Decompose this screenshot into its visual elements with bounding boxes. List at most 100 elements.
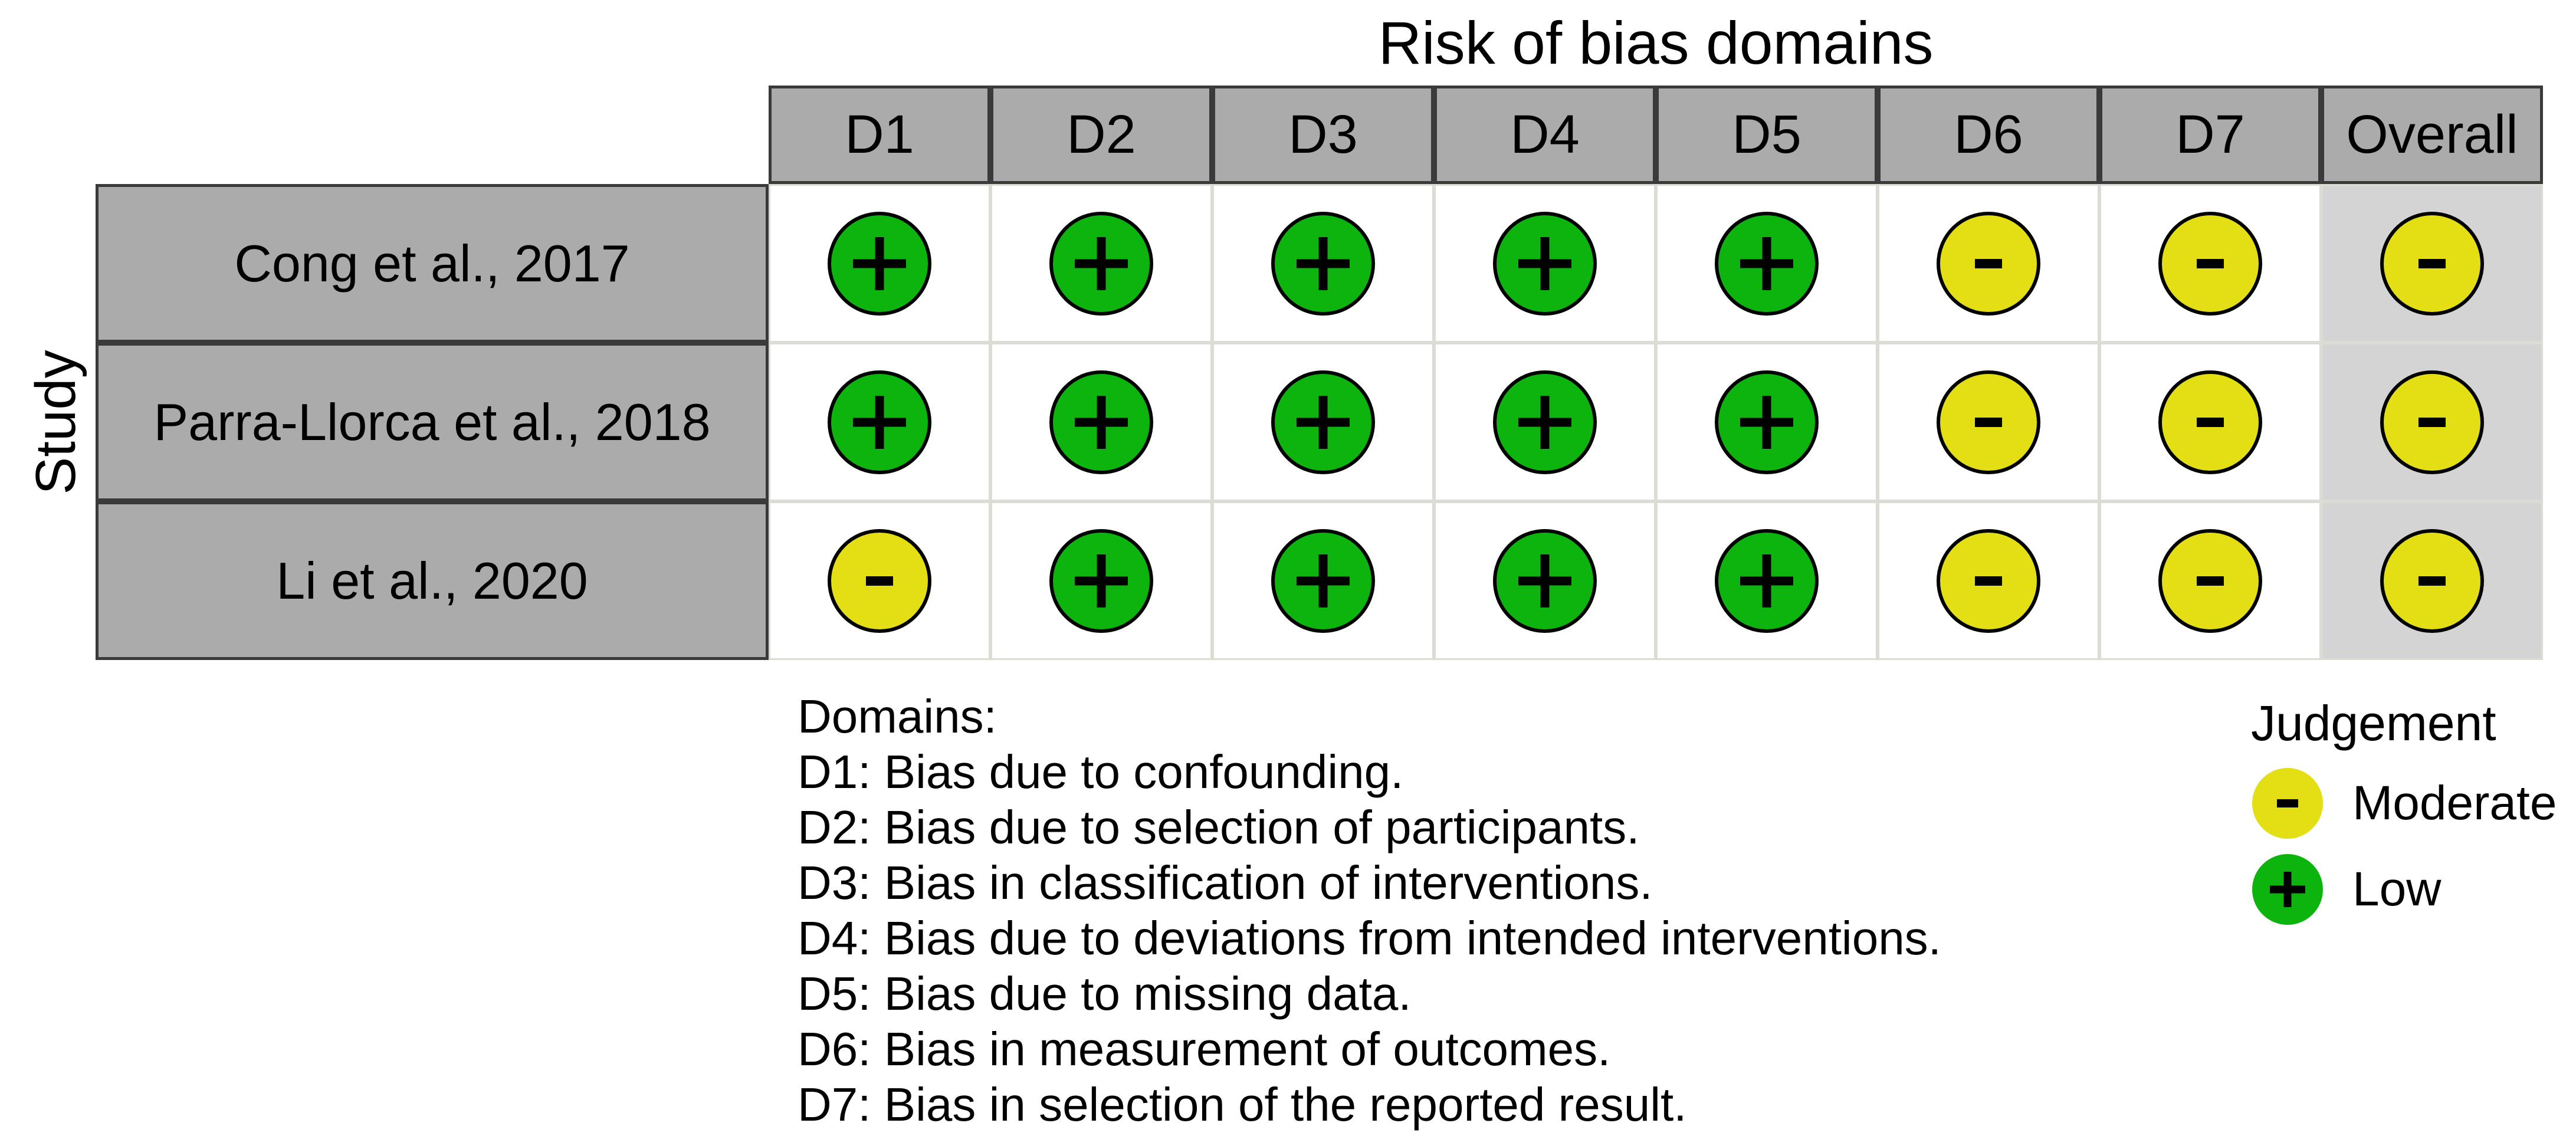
domain-description-d6: D6: Bias in measurement of outcomes. [798, 1023, 1611, 1075]
minus-icon [2384, 533, 2480, 629]
judgement-cell-d2-row2 [990, 343, 1212, 501]
header-cell-d5: D5 [1656, 86, 1878, 184]
plus-icon [1053, 215, 1150, 312]
minus-icon [2384, 374, 2480, 471]
plus-icon [1275, 374, 1371, 471]
domains-heading: Domains: [798, 690, 997, 743]
y-axis-label: Study [24, 350, 87, 495]
header-cell-overall: Overall [2321, 86, 2543, 184]
moderate-judgement-icon [2158, 211, 2262, 316]
minus-icon [2162, 374, 2259, 471]
plus-icon [1718, 533, 1815, 629]
low-judgement-icon [1049, 211, 1153, 316]
header-cell-d4: D4 [1434, 86, 1656, 184]
header-cell-d2: D2 [990, 86, 1212, 184]
judgement-cell-d1-row2 [769, 343, 990, 501]
minus-icon [2252, 768, 2323, 839]
minus-icon [2384, 215, 2480, 312]
header-cell-d6: D6 [1878, 86, 2099, 184]
minus-icon [831, 533, 928, 629]
judgement-cell-d4-row3 [1434, 501, 1656, 660]
low-judgement-icon [1493, 211, 1597, 316]
judgement-cell-d2-row3 [990, 501, 1212, 660]
plus-icon [2252, 854, 2323, 925]
moderate-judgement-icon [2380, 211, 2484, 316]
minus-icon [2162, 215, 2259, 312]
moderate-judgement-icon [2380, 528, 2484, 633]
domain-description-d1: D1: Bias due to confounding. [798, 746, 1404, 798]
moderate-judgement-icon [2380, 370, 2484, 474]
figure-title: Risk of bias domains [1378, 9, 1934, 77]
low-judgement-icon [1271, 370, 1375, 474]
moderate-judgement-icon [1937, 211, 2040, 316]
judgement-cell-d7-row1 [2099, 184, 2321, 343]
low-judgement-icon [1049, 370, 1153, 474]
judgement-cell-d5-row2 [1656, 343, 1878, 501]
moderate-judgement-icon [2158, 528, 2262, 633]
low-judgement-icon [1049, 528, 1153, 633]
low-judgement-icon [1271, 528, 1375, 633]
moderate-judgement-icon [2158, 370, 2262, 474]
minus-icon [1940, 374, 2037, 471]
judgement-cell-overall-row3 [2321, 501, 2543, 660]
judgement-cell-d6-row2 [1878, 343, 2099, 501]
domain-description-d4: D4: Bias due to deviations from intended… [798, 912, 1941, 964]
plus-icon [1275, 215, 1371, 312]
minus-icon [1940, 533, 2037, 629]
judgement-cell-d7-row2 [2099, 343, 2321, 501]
domain-description-d2: D2: Bias due to selection of participant… [798, 801, 1640, 853]
plus-icon [1718, 374, 1815, 471]
low-judgement-icon [1715, 528, 1819, 633]
low-judgement-icon [1715, 211, 1819, 316]
plus-icon [1497, 533, 1593, 629]
judgement-cell-d2-row1 [990, 184, 1212, 343]
minus-icon [2162, 533, 2259, 629]
judgement-cell-overall-row2 [2321, 343, 2543, 501]
judgement-cell-d3-row1 [1212, 184, 1434, 343]
judgement-cell-d1-row1 [769, 184, 990, 343]
header-cell-d1: D1 [769, 86, 990, 184]
header-cell-d3: D3 [1212, 86, 1434, 184]
judgement-cell-d4-row2 [1434, 343, 1656, 501]
judgement-cell-d6-row3 [1878, 501, 2099, 660]
judgement-cell-d1-row3 [769, 501, 990, 660]
moderate-judgement-icon [828, 528, 931, 633]
legend-label: Moderate [2352, 776, 2557, 830]
moderate-judgement-icon [1937, 370, 2040, 474]
domain-description-d3: D3: Bias in classification of interventi… [798, 856, 1653, 909]
plus-icon [1497, 215, 1593, 312]
study-cell-row2: Parra-Llorca et al., 2018 [96, 343, 769, 501]
judgement-legend: Judgement Moderate Low [2245, 695, 2575, 925]
legend-title: Judgement [2251, 695, 2496, 751]
judgement-cell-overall-row1 [2321, 184, 2543, 343]
judgement-cell-d4-row1 [1434, 184, 1656, 343]
judgement-cell-d5-row1 [1656, 184, 1878, 343]
low-judgement-icon [1271, 211, 1375, 316]
judgement-cell-d6-row1 [1878, 184, 2099, 343]
low-judgement-icon [828, 211, 931, 316]
plus-icon [1275, 533, 1371, 629]
low-judgement-icon [2252, 854, 2323, 925]
domains-note: Domains: D1: Bias due to confounding. D2… [798, 689, 1941, 1132]
judgement-cell-d3-row3 [1212, 501, 1434, 660]
plus-icon [1053, 533, 1150, 629]
legend-item-moderate: Moderate [2252, 768, 2557, 839]
domain-description-d7: D7: Bias in selection of the reported re… [798, 1078, 1687, 1131]
moderate-judgement-icon [1937, 528, 2040, 633]
plus-icon [1497, 374, 1593, 471]
study-cell-row3: Li et al., 2020 [96, 501, 769, 660]
low-judgement-icon [1493, 370, 1597, 474]
plus-icon [831, 215, 928, 312]
plus-icon [1718, 215, 1815, 312]
legend-item-low: Low [2252, 854, 2441, 925]
plus-icon [831, 374, 928, 471]
domain-description-d5: D5: Bias due to missing data. [798, 967, 1412, 1020]
plus-icon [1053, 374, 1150, 471]
low-judgement-icon [828, 370, 931, 474]
header-cell-d7: D7 [2099, 86, 2321, 184]
low-judgement-icon [1715, 370, 1819, 474]
moderate-judgement-icon [2252, 768, 2323, 839]
judgement-cell-d3-row2 [1212, 343, 1434, 501]
